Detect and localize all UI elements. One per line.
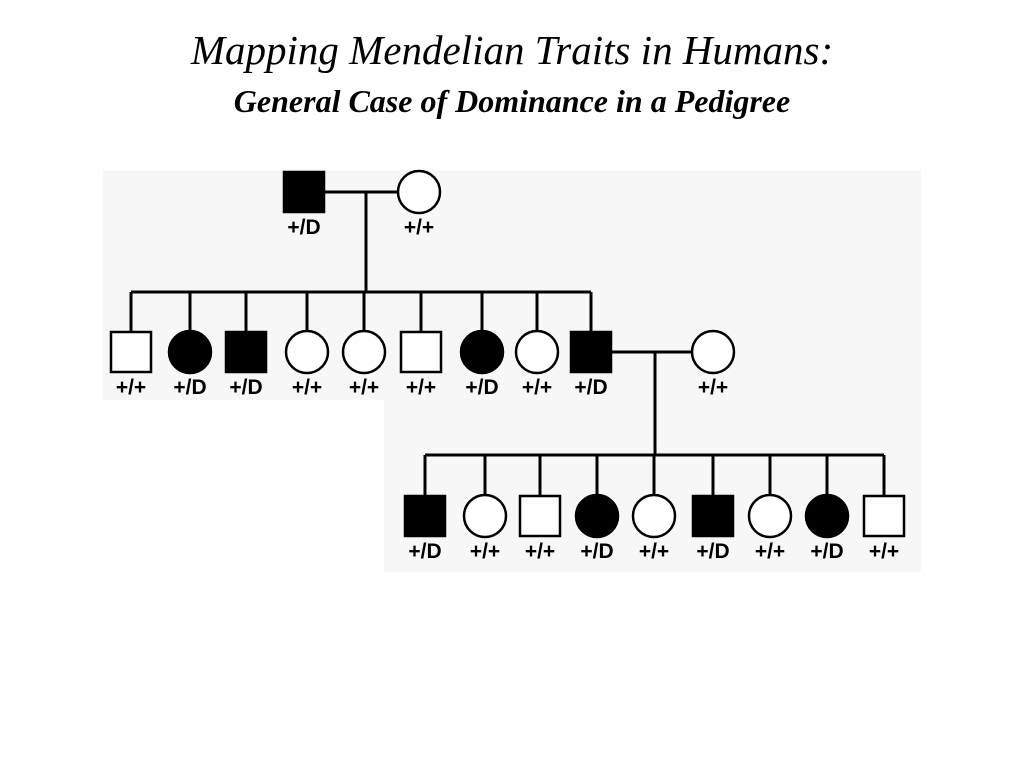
genotype-label: +/+: [404, 216, 434, 239]
affected-male-symbol: [403, 494, 447, 538]
affected-male-symbol: [282, 170, 326, 214]
unaffected-female-symbol: [341, 329, 387, 375]
genotype-label: +/D: [173, 376, 206, 399]
affected-female-symbol: [459, 329, 505, 375]
unaffected-female-symbol: [747, 493, 793, 539]
genotype-label: +/+: [755, 540, 785, 563]
affected-male-symbol: [224, 330, 268, 374]
genotype-label: +/+: [639, 540, 669, 563]
affected-female-symbol: [574, 493, 620, 539]
unaffected-female-symbol: [514, 329, 560, 375]
genotype-label: +/D: [229, 376, 262, 399]
genotype-label: +/D: [696, 540, 729, 563]
genotype-label: +/+: [349, 376, 379, 399]
genotype-label: +/+: [869, 540, 899, 563]
genotype-label: +/+: [525, 540, 555, 563]
genotype-label: +/D: [580, 540, 613, 563]
genotype-label: +/+: [522, 376, 552, 399]
genotype-label: +/D: [465, 376, 498, 399]
genotype-label: +/+: [406, 376, 436, 399]
unaffected-female-symbol: [690, 329, 736, 375]
page-subtitle: General Case of Dominance in a Pedigree: [233, 83, 791, 119]
unaffected-male-symbol: [399, 330, 443, 374]
unaffected-male-symbol: [862, 494, 906, 538]
unaffected-female-symbol: [396, 169, 442, 215]
unaffected-female-symbol: [631, 493, 677, 539]
genotype-label: +/+: [698, 376, 728, 399]
affected-female-symbol: [167, 329, 213, 375]
unaffected-female-symbol: [284, 329, 330, 375]
genotype-label: +/D: [408, 540, 441, 563]
genotype-label: +/+: [292, 376, 322, 399]
unaffected-female-symbol: [462, 493, 508, 539]
genotype-label: +/D: [287, 216, 320, 239]
genotype-label: +/D: [810, 540, 843, 563]
affected-male-symbol: [569, 330, 613, 374]
affected-male-symbol: [691, 494, 735, 538]
page-title: Mapping Mendelian Traits in Humans:: [190, 27, 834, 73]
unaffected-male-symbol: [109, 330, 153, 374]
affected-female-symbol: [804, 493, 850, 539]
genotype-label: +/+: [470, 540, 500, 563]
genotype-label: +/D: [574, 376, 607, 399]
genotype-label: +/+: [116, 376, 146, 399]
unaffected-male-symbol: [518, 494, 562, 538]
